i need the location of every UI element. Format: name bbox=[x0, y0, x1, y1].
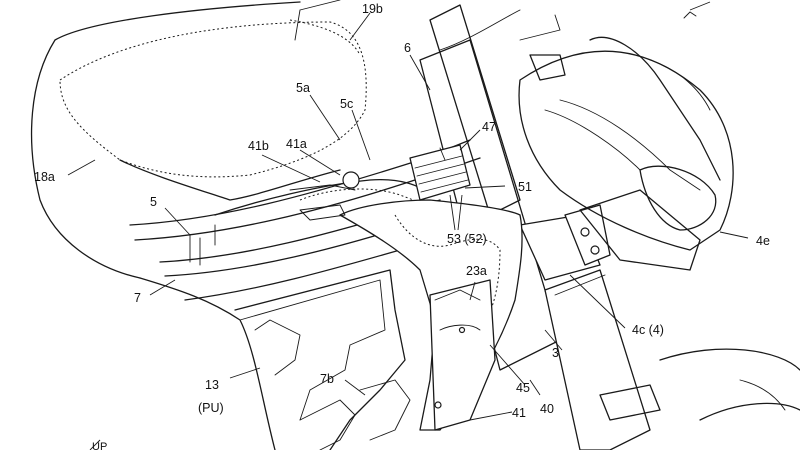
intake-grille-47 bbox=[410, 145, 470, 200]
power-unit-13 bbox=[140, 270, 410, 450]
label-53-52: 53 (52) bbox=[447, 232, 487, 246]
bracket-4c bbox=[520, 205, 610, 280]
label-19b: 19b bbox=[362, 2, 383, 16]
label-41b: 41b bbox=[248, 139, 269, 153]
label-4c-4: 4c (4) bbox=[632, 323, 664, 337]
direction-arrow bbox=[684, 12, 696, 18]
label-40: 40 bbox=[540, 402, 554, 416]
label-45: 45 bbox=[516, 381, 530, 395]
front-wheel bbox=[660, 349, 800, 420]
label-13: 13 bbox=[205, 378, 219, 392]
label-5c: 5c bbox=[340, 97, 353, 111]
label-4e: 4e bbox=[756, 234, 770, 248]
label-7b: 7b bbox=[320, 372, 334, 386]
label-7: 7 bbox=[134, 291, 141, 305]
label-51: 51 bbox=[518, 180, 532, 194]
label-41a: 41a bbox=[286, 137, 307, 151]
label-23a: 23a bbox=[466, 264, 487, 278]
air-duct-41 bbox=[300, 200, 522, 430]
label-18a: 18a bbox=[34, 170, 55, 184]
label-pu: (PU) bbox=[198, 401, 224, 415]
label-47: 47 bbox=[482, 120, 496, 134]
label-41: 41 bbox=[512, 406, 526, 420]
label-3: 3 bbox=[552, 346, 559, 360]
label-5: 5 bbox=[150, 195, 157, 209]
label-up: UP bbox=[92, 441, 107, 450]
label-5a: 5a bbox=[296, 81, 310, 95]
label-6: 6 bbox=[404, 41, 411, 55]
